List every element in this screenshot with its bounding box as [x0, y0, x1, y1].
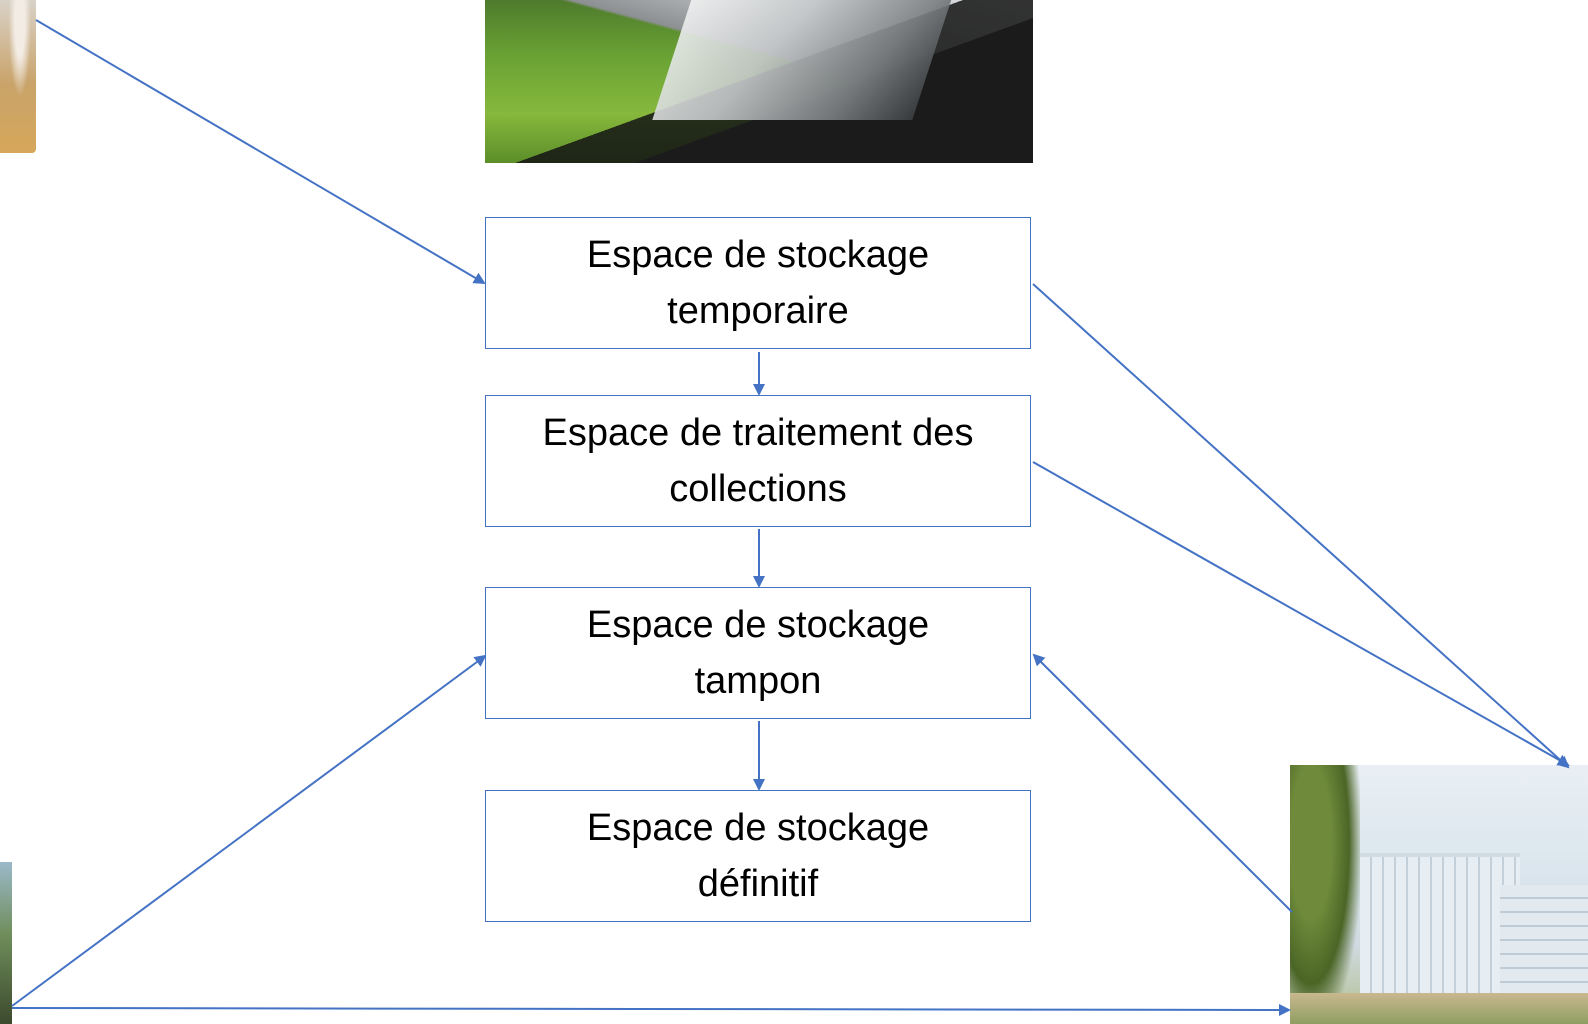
photo-building-wing	[1500, 885, 1588, 1003]
photo-building-main	[1360, 853, 1520, 1007]
node-buffer-storage-label: Espace de stockage tampon	[586, 604, 930, 702]
photo-storage-building	[485, 0, 1033, 163]
node-collection-processing: Espace de traitement des collections	[485, 395, 1031, 527]
arrow-site-left-to-campus	[11, 1003, 1291, 1016]
arrow-site-left-to-tampon	[11, 654, 487, 1007]
node-buffer-storage: Espace de stockage tampon	[485, 587, 1031, 719]
node-temporary-storage: Espace de stockage temporaire	[485, 217, 1031, 349]
photo-campus-building	[1290, 765, 1588, 1024]
photo-site-left	[0, 862, 12, 1024]
node-collection-processing-label: Espace de traitement des collections	[542, 412, 974, 510]
node-permanent-storage-label: Espace de stockage définitif	[586, 807, 930, 905]
arrow-reading-room-to-temporaire	[35, 19, 486, 285]
arrow-layer	[11, 19, 1570, 1016]
node-permanent-storage: Espace de stockage définitif	[485, 790, 1031, 922]
photo-reading-room	[0, 0, 36, 153]
arrow-traitement-to-campus	[1032, 461, 1570, 766]
arrow-temporaire-to-campus	[1032, 283, 1570, 769]
photo-ground	[1290, 993, 1588, 1024]
arrow-campus-to-tampon	[1032, 653, 1293, 913]
node-temporary-storage-label: Espace de stockage temporaire	[586, 234, 930, 332]
photo-tree	[1290, 765, 1360, 1024]
